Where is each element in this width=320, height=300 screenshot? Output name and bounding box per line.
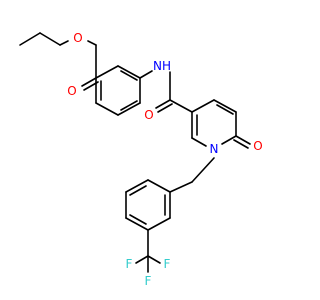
atom-o-ester-chain: O xyxy=(73,31,82,45)
atom-o-ester-carbonyl: O xyxy=(67,84,76,98)
bond-ar-4-inner xyxy=(129,214,147,225)
atom-f3: F xyxy=(145,274,152,288)
bond-benz-nh xyxy=(139,70,153,79)
bond-ch3-ch2 xyxy=(19,32,41,46)
bond-amide-co-1 xyxy=(155,99,171,109)
ethyl-group xyxy=(19,32,61,46)
bond-pyr-4 xyxy=(221,135,237,145)
cf3-group xyxy=(135,229,161,273)
bond-pyr-1 xyxy=(191,99,215,113)
bond-benz-4 xyxy=(117,102,141,116)
bond-pyr-5 xyxy=(191,137,207,147)
bond-c-f2 xyxy=(147,255,161,264)
atom-f2: F xyxy=(164,257,171,271)
bond-amide-co-2 xyxy=(157,103,173,113)
atom-o-pyridone: O xyxy=(253,139,262,153)
bond-n-ch2 xyxy=(191,157,215,183)
bond-ar-5 xyxy=(147,217,171,231)
ester-group xyxy=(59,40,99,91)
bond-benz-1 xyxy=(95,65,119,79)
atom-nh-amide: NH xyxy=(153,59,171,73)
bond-ar-2 xyxy=(125,179,149,193)
bond-ester-o-left xyxy=(59,40,69,46)
bond-amide-ring xyxy=(169,99,193,113)
bond-pyr-2 xyxy=(213,99,237,113)
bond-pyridone-co-1 xyxy=(235,135,251,145)
bond-benz-2 xyxy=(117,65,141,79)
pyridone-ring xyxy=(169,99,251,149)
bond-benz-2-inner xyxy=(120,70,138,81)
molecule-structure-diagram: O O NH O N O F F F xyxy=(19,31,263,288)
bond-benz-5 xyxy=(95,102,119,116)
bond-pyridone-co-2 xyxy=(233,139,249,149)
atom-f1: F xyxy=(126,257,133,271)
molecule-svg: O O NH O N O F F F xyxy=(19,31,263,288)
bond-ar-4 xyxy=(125,217,149,231)
bond-pyr-2-inner xyxy=(216,104,234,115)
bond-ch2-o xyxy=(39,32,61,46)
benzoate-ring xyxy=(95,65,141,116)
bond-ar-1 xyxy=(147,179,171,193)
atom-o-amide-carbonyl: O xyxy=(144,108,153,122)
aryl-ring xyxy=(125,179,171,231)
bond-ester-co-1 xyxy=(81,77,97,87)
atom-n-ring: N xyxy=(210,142,219,156)
bond-c-f1 xyxy=(135,255,149,264)
atom-labels: O O NH O N O F F F xyxy=(67,31,262,288)
amide-group xyxy=(139,70,173,113)
benzyl-linker xyxy=(169,157,215,193)
bond-ch2-ring xyxy=(169,181,193,193)
bond-ester-o-right xyxy=(87,40,97,46)
bond-ar-2-inner xyxy=(129,185,147,196)
bond-benz-4-inner xyxy=(120,100,138,111)
